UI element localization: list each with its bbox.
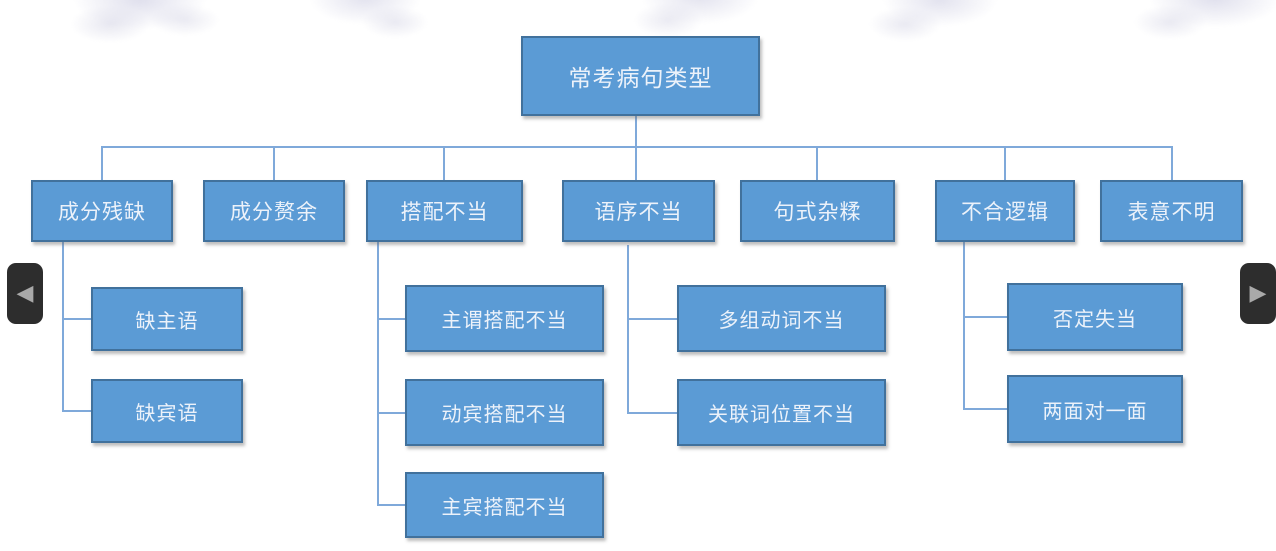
node-unclear-meaning: 表意不明 <box>1100 180 1243 242</box>
node-label: 语序不当 <box>594 200 683 224</box>
node-mixed-sentence-patterns: 句式杂糅 <box>740 180 895 242</box>
connector-line <box>377 242 379 506</box>
connector-line <box>101 146 1173 148</box>
connector-line <box>101 147 103 181</box>
node-missing-object: 缺宾语 <box>91 379 243 443</box>
node-label: 搭配不当 <box>400 200 489 224</box>
node-label: 主宾搭配不当 <box>441 496 568 519</box>
right-arrow-icon: ▶ <box>1249 280 1267 306</box>
node-label: 多组动词不当 <box>718 310 845 332</box>
node-label: 关联词位置不当 <box>708 404 855 426</box>
node-word-order-improper: 语序不当 <box>562 180 715 242</box>
connector-line <box>377 318 405 320</box>
node-conjunction-position-improper: 关联词位置不当 <box>677 379 886 446</box>
node-component-redundant: 成分赘余 <box>203 180 345 242</box>
node-multiple-verbs-improper: 多组动词不当 <box>677 285 886 352</box>
connector-line <box>627 412 677 414</box>
connector-line <box>1171 147 1173 181</box>
connector-line <box>635 147 637 181</box>
node-root-label: 常考病句类型 <box>568 66 713 91</box>
connector-line <box>627 318 677 320</box>
node-label: 成分赘余 <box>230 200 318 224</box>
node-label: 不合逻辑 <box>961 200 1049 224</box>
node-improper-negation: 否定失当 <box>1007 283 1183 351</box>
connector-line <box>963 316 1007 318</box>
prev-slide-button[interactable]: ◀ <box>7 263 43 324</box>
connector-line <box>963 242 965 410</box>
connector-line <box>62 410 91 412</box>
node-component-missing: 成分残缺 <box>31 180 173 242</box>
node-label: 成分残缺 <box>58 200 146 224</box>
connector-line <box>816 147 818 181</box>
node-label: 主谓搭配不当 <box>441 310 568 332</box>
node-label: 否定失当 <box>1053 308 1137 331</box>
node-subject-predicate-mismatch: 主谓搭配不当 <box>405 285 604 352</box>
node-label: 表意不明 <box>1127 200 1216 224</box>
connector-line <box>963 408 1007 410</box>
node-missing-subject: 缺主语 <box>91 287 243 351</box>
node-label: 动宾搭配不当 <box>441 404 568 426</box>
node-root: 常考病句类型 <box>521 36 760 116</box>
next-slide-button[interactable]: ▶ <box>1240 263 1276 324</box>
connector-line <box>62 318 91 320</box>
left-arrow-icon: ◀ <box>16 280 34 306</box>
node-label: 缺宾语 <box>135 402 199 425</box>
connector-line <box>443 147 445 181</box>
connector-line <box>1004 147 1006 181</box>
node-verb-object-mismatch: 动宾搭配不当 <box>405 379 604 446</box>
node-label: 缺主语 <box>135 310 199 333</box>
connector-line <box>377 504 405 506</box>
node-label: 句式杂糅 <box>773 200 862 224</box>
node-two-sides-vs-one-side: 两面对一面 <box>1007 375 1183 443</box>
connector-line <box>627 245 629 414</box>
connector-line <box>635 116 637 147</box>
connector-line <box>273 147 275 181</box>
connector-line <box>62 242 64 412</box>
node-subject-object-mismatch: 主宾搭配不当 <box>405 472 604 538</box>
connector-line <box>377 412 405 414</box>
node-label: 两面对一面 <box>1042 400 1148 423</box>
node-illogical: 不合逻辑 <box>935 180 1075 242</box>
node-collocation-improper: 搭配不当 <box>366 180 523 242</box>
